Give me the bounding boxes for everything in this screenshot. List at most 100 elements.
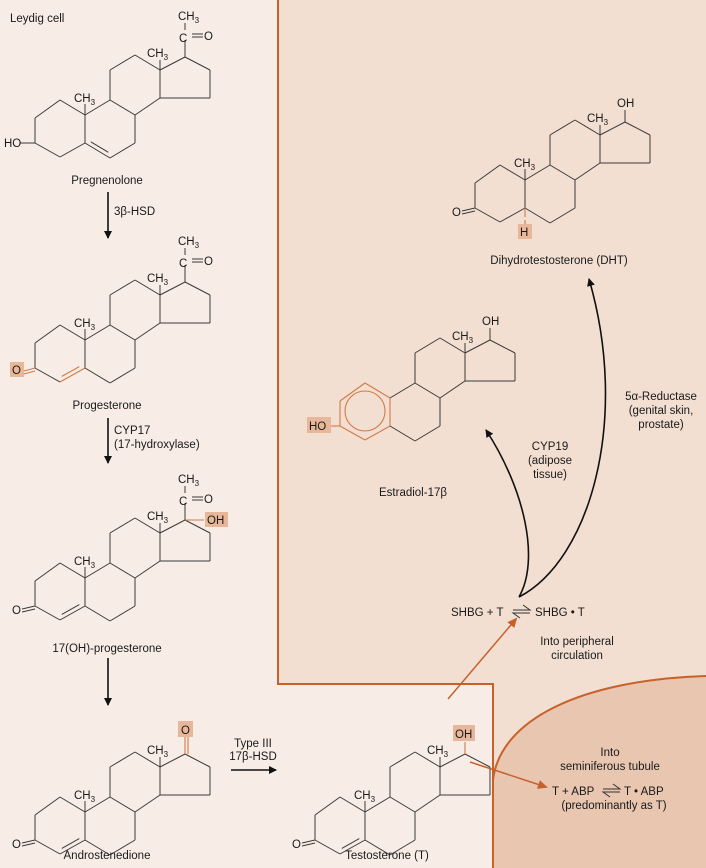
enzyme-cyp19: CYP19: [532, 441, 568, 453]
ring-bond: [109, 796, 136, 813]
arrow-t-to-dht: [518, 278, 607, 598]
acetyl-methyl-label: CH3: [178, 236, 200, 250]
hydroxyl-label: OH: [207, 515, 224, 527]
ring-bond: [134, 54, 161, 71]
ring-bond: [134, 751, 161, 768]
ring-bond: [314, 839, 341, 855]
enzyme-cyp17: CYP17: [114, 425, 150, 437]
ring-bond: [184, 56, 211, 71]
ring-bond: [414, 794, 441, 813]
tubule-label-2: seminiferous tubule: [560, 761, 660, 773]
enzyme-3b-hsd: 3β-HSD: [114, 206, 155, 218]
progesterone-label: Progesterone: [72, 400, 141, 412]
ring-bond: [524, 164, 551, 181]
bond: [301, 842, 316, 847]
ring-bond: [474, 207, 501, 223]
carbon-label: C: [179, 33, 187, 45]
ring-bond: [34, 839, 61, 855]
ring-bond: [84, 839, 111, 856]
acetyl-methyl-label: CH3: [178, 11, 200, 25]
enzyme-5a-reductase-tissue-2: prostate): [638, 419, 684, 431]
ring-bond: [574, 119, 601, 136]
hydrogen-highlight: [518, 224, 532, 239]
ring-bond: [109, 279, 136, 296]
ring-bond: [184, 753, 211, 768]
aromatic-bond: [364, 425, 391, 441]
ring-bond: [389, 839, 416, 856]
ring-bond: [59, 796, 86, 813]
ring-bond: [84, 142, 111, 159]
arrow-testosterone-to-tubule: [469, 761, 548, 789]
bond: [23, 370, 36, 375]
ring-bond: [34, 562, 61, 582]
ring-bond: [574, 162, 601, 181]
ring-bond: [134, 517, 161, 534]
phenol-label: HO: [309, 421, 326, 433]
hydroxyl-highlight: [453, 725, 475, 741]
ring-bond: [599, 121, 626, 136]
arrow-testosterone-to-periphery: [447, 617, 518, 700]
estradiol-label: Estradiol-17β: [379, 487, 447, 499]
c13-methyl-label: CH3: [147, 273, 169, 287]
bond: [21, 839, 36, 844]
ring-bond: [84, 605, 111, 622]
aromatic-circle: [344, 390, 386, 432]
ring-bond: [59, 99, 86, 116]
testosterone-label: Testosterone (T): [345, 850, 429, 862]
ring-bond: [59, 324, 86, 341]
ring-bond: [624, 121, 651, 136]
equilibrium-arrows-shbg: [511, 604, 532, 619]
ring-bond: [159, 519, 186, 534]
carbon-label: C: [179, 258, 187, 270]
dht-label: Dihydrotestosterone (DHT): [490, 255, 628, 267]
carbonyl-oxygen-label: O: [12, 839, 21, 851]
ring-bond: [34, 367, 61, 383]
ring-bond: [134, 97, 161, 116]
androstenedione-label: Androstenedione: [64, 850, 151, 862]
ring-bond: [109, 751, 136, 768]
enzyme-cyp17-note: (17-hydroxylase): [114, 439, 200, 451]
carbonyl-oxygen-label: O: [12, 605, 21, 617]
aromatic-bond: [339, 425, 366, 441]
double-bond: [61, 604, 80, 615]
ring-bond: [549, 164, 576, 181]
ring-bond: [34, 324, 61, 344]
arrow-t-to-estradiol: [485, 429, 530, 598]
enzyme-cyp19-tissue-2: tissue): [533, 469, 567, 481]
ring-bond: [34, 796, 61, 816]
carbonyl-oxygen-label: O: [12, 365, 21, 377]
17oh-progesterone-label: 17(OH)-progesterone: [52, 643, 161, 655]
tubule-border: [492, 675, 706, 868]
ring-bond: [109, 562, 136, 579]
c13-methyl-label: CH3: [427, 745, 449, 759]
ring-bond: [549, 207, 576, 224]
carbonyl-oxygen-label: O: [452, 207, 461, 219]
ring-bond: [134, 279, 161, 296]
hydroxyl-highlight: [205, 512, 228, 527]
ring-bond: [109, 517, 136, 534]
pregnenolone-label: Pregnenolone: [71, 175, 143, 187]
ring-bond: [364, 796, 391, 813]
abp-right: T • ABP: [624, 786, 664, 798]
ring-bond: [414, 337, 441, 354]
ring-bond: [134, 560, 161, 579]
double-bond: [341, 838, 360, 849]
ring-bond: [59, 605, 86, 621]
bond: [461, 207, 476, 212]
ring-bond: [84, 796, 111, 813]
peripheral-label-2: circulation: [551, 650, 603, 662]
ring-bond: [59, 839, 86, 855]
ring-bond: [499, 207, 526, 223]
ring-bond: [34, 142, 61, 158]
ring-bond: [184, 281, 211, 296]
ring-bond: [109, 367, 136, 384]
enzyme-5a-reductase-tissue-1: (genital skin,: [629, 405, 694, 417]
c10-methyl-label: CH3: [74, 790, 96, 804]
abp-left: T + ABP: [552, 786, 595, 798]
ring-bond: [389, 796, 416, 813]
ring-bond: [464, 339, 491, 354]
oxygen-label: O: [204, 31, 213, 43]
ring-bond: [109, 839, 136, 856]
